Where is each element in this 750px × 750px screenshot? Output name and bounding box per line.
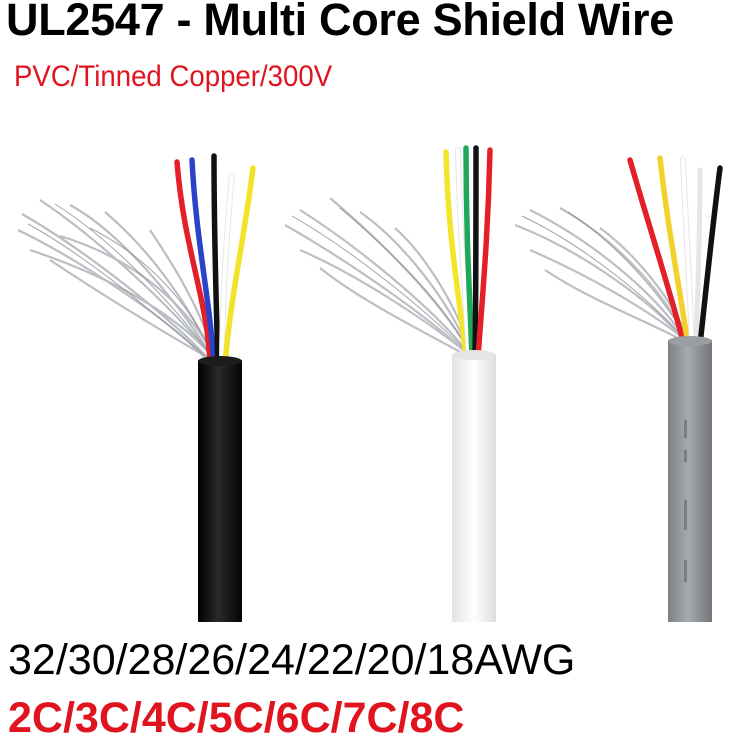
awg-sizes: 32/30/28/26/24/22/20/18AWG (8, 636, 576, 684)
gray-shielded-cable (514, 155, 723, 622)
white-jacket (452, 354, 496, 622)
core-counts: 2C/3C/4C/5C/6C/7C/8C (8, 694, 465, 742)
product-subtitle: PVC/Tinned Copper/300V (14, 60, 333, 93)
insulated-cores (443, 145, 493, 361)
product-title: UL2547 - Multi Core Shield Wire (6, 0, 674, 45)
shield-braid (514, 207, 687, 341)
shield-braid (17, 199, 214, 359)
gray-jacket (668, 340, 712, 622)
shield-braid (284, 197, 471, 355)
insulated-cores (627, 155, 723, 348)
black-jacket (198, 360, 242, 622)
black-shielded-cable (17, 153, 256, 622)
white-shielded-cable (284, 145, 496, 622)
insulated-cores (174, 153, 256, 368)
